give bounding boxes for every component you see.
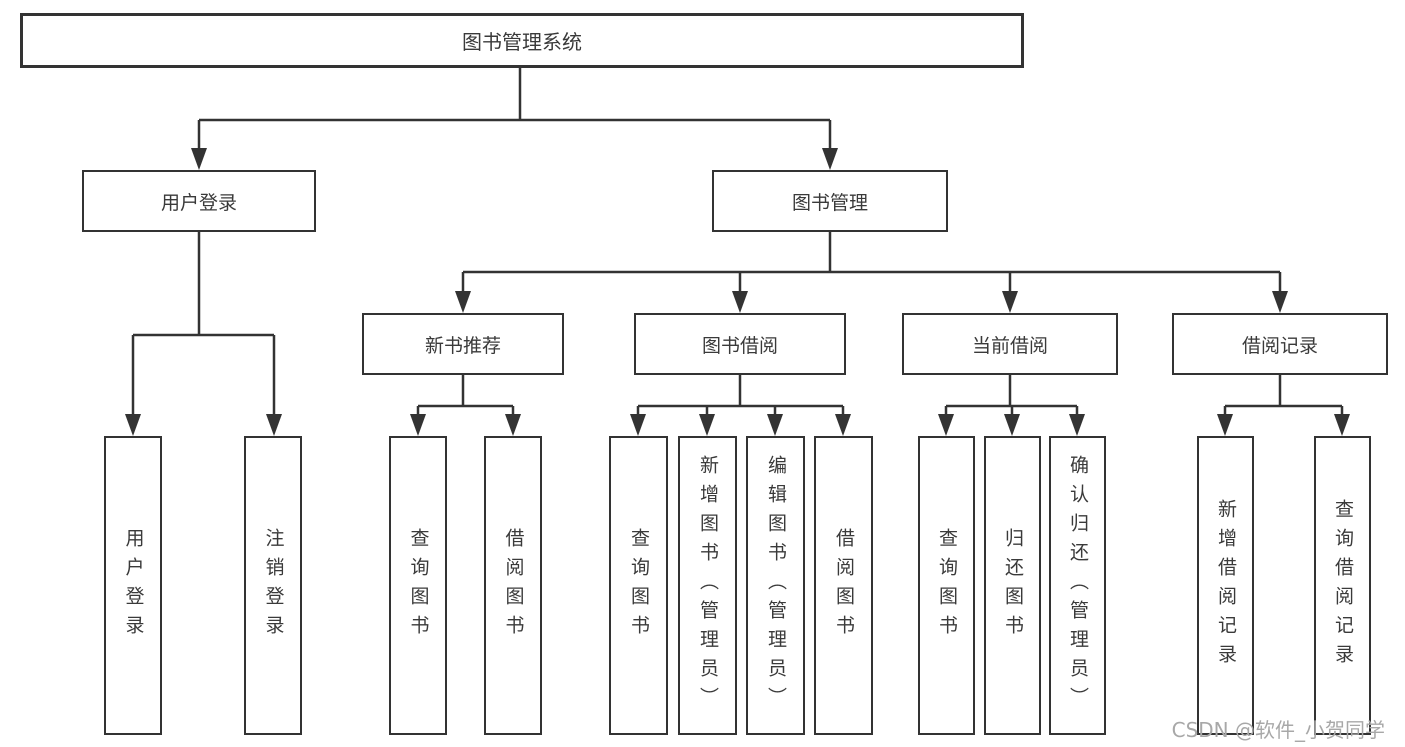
leaf-nb-borrow-books: 借阅图书: [484, 436, 542, 735]
leaf-bb-borrow-books: 借阅图书: [814, 436, 873, 735]
node-label: 用户登录: [122, 527, 145, 644]
leaf-br-add-record: 新增借阅记录: [1197, 436, 1254, 735]
node-label: 确认归还（管理员）: [1067, 455, 1089, 716]
arrow-down-icons: [125, 148, 1350, 436]
node-label: 注销登录: [262, 527, 285, 644]
csdn-watermark: CSDN @软件_小贺同学: [1171, 718, 1385, 742]
node-library-management-system: 图书管理系统: [20, 13, 1024, 68]
node-label: 当前借阅: [971, 334, 1048, 357]
leaf-nb-query-books: 查询图书: [389, 436, 447, 735]
node-label: 图书借阅: [701, 334, 778, 357]
node-label: 用户登录: [160, 191, 237, 214]
leaf-cb-query-books: 查询图书: [918, 436, 975, 735]
node-label: 借阅图书: [833, 527, 855, 644]
node-label: 查询图书: [936, 527, 958, 644]
node-user-login: 用户登录: [82, 170, 316, 232]
node-label: 查询图书: [407, 527, 430, 644]
node-label: 图书管理: [791, 191, 868, 214]
node-label: 新书推荐: [424, 334, 501, 357]
node-new-book-recommend: 新书推荐: [362, 313, 564, 375]
node-book-borrowing: 图书借阅: [634, 313, 846, 375]
node-book-management: 图书管理: [712, 170, 948, 232]
leaf-bb-add-book-admin: 新增图书（管理员）: [678, 436, 737, 735]
leaf-br-query-record: 查询借阅记录: [1314, 436, 1371, 735]
node-label: 编辑图书（管理员）: [765, 455, 787, 716]
node-label: 查询借阅记录: [1332, 498, 1354, 673]
leaf-bb-edit-book-admin: 编辑图书（管理员）: [746, 436, 805, 735]
leaf-logout: 注销登录: [244, 436, 302, 735]
connector-edges: [131, 68, 1344, 420]
leaf-bb-query-books: 查询图书: [609, 436, 668, 735]
leaf-cb-return-books: 归还图书: [984, 436, 1041, 735]
node-label: 新增图书（管理员）: [697, 455, 719, 716]
leaf-cb-confirm-return-admin: 确认归还（管理员）: [1049, 436, 1106, 735]
node-current-borrowing: 当前借阅: [902, 313, 1118, 375]
node-borrowing-records: 借阅记录: [1172, 313, 1388, 375]
node-label: 借阅记录: [1241, 334, 1318, 357]
node-label: 图书管理系统: [462, 30, 582, 54]
node-label: 新增借阅记录: [1215, 498, 1237, 673]
node-label: 查询图书: [628, 527, 650, 644]
node-label: 归还图书: [1002, 527, 1024, 644]
leaf-user-login: 用户登录: [104, 436, 162, 735]
node-label: 借阅图书: [502, 527, 525, 644]
